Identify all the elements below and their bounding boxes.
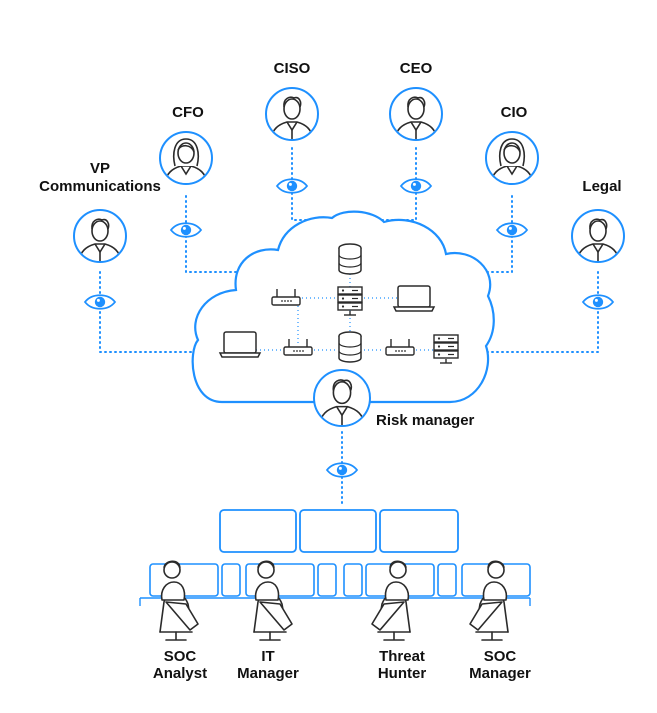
- eye-icon: [495, 222, 529, 238]
- server-icon: [338, 331, 362, 363]
- threat-hunter-label-line1: Threat: [379, 648, 425, 665]
- eye-icon: [581, 294, 615, 310]
- eye-icon: [325, 462, 359, 478]
- person-avatar-female-icon: [159, 131, 213, 185]
- it-manager-workstation-icon: [253, 560, 293, 641]
- router-icon: [283, 339, 313, 356]
- laptop-icon: [392, 285, 436, 312]
- stakeholder-label-legal: Legal: [582, 178, 622, 195]
- risk-manager-label: Risk manager: [376, 412, 475, 429]
- threat-hunter-workstation-icon: [371, 560, 411, 641]
- person-avatar-icon: [571, 209, 625, 263]
- stakeholder-label-vp-line2: Communications: [39, 178, 161, 195]
- soc-manager-label-line2: Manager: [469, 665, 531, 682]
- desk-monitor: [437, 563, 457, 597]
- stakeholder-avatars: [73, 87, 625, 427]
- stakeholder-label-vp-line1: VP: [89, 160, 110, 177]
- server-icon: [338, 243, 362, 275]
- person-avatar-female-icon: [485, 131, 539, 185]
- soc-analyst-label-line2: Analyst: [152, 665, 208, 682]
- monitor-wall: [219, 509, 459, 553]
- stakeholder-label-cio: CIO: [500, 104, 528, 121]
- server-rack-icon: [337, 286, 363, 316]
- person-avatar-icon: [389, 87, 443, 141]
- visibility-eyes: [83, 178, 615, 478]
- connector-line: [99, 271, 193, 353]
- soc-workstations: [139, 560, 531, 641]
- wall-monitor: [379, 509, 459, 553]
- router-icon: [385, 339, 415, 356]
- wall-monitor: [299, 509, 377, 553]
- desk-monitor: [343, 563, 363, 597]
- it-manager-label-line2: Manager: [237, 665, 299, 682]
- soc-analyst-workstation-icon: [159, 560, 199, 641]
- stakeholder-label-ciso: CISO: [273, 60, 311, 77]
- laptop-icon: [218, 331, 262, 358]
- soc-manager-label-line1: SOC: [483, 648, 517, 665]
- eye-icon: [275, 178, 309, 194]
- connector-line: [483, 271, 599, 353]
- stakeholder-label-ceo: CEO: [399, 60, 433, 77]
- soc-manager-workstation-icon: [469, 560, 509, 641]
- stakeholder-label-cfo: CFO: [172, 104, 204, 121]
- cloud-network-devices: [218, 243, 459, 364]
- risk-manager-avatar-icon: [313, 369, 371, 427]
- eye-icon: [169, 222, 203, 238]
- person-avatar-icon: [73, 209, 127, 263]
- connector-line: [185, 195, 251, 273]
- wall-monitor: [219, 509, 297, 553]
- server-rack-icon: [433, 334, 459, 364]
- threat-hunter-label-line2: Hunter: [377, 665, 427, 682]
- router-icon: [271, 289, 301, 306]
- desk-monitor: [317, 563, 337, 597]
- eye-icon: [83, 294, 117, 310]
- it-manager-label-line1: IT: [261, 648, 275, 665]
- desk-monitor: [221, 563, 241, 597]
- soc-analyst-label-line1: SOC: [163, 648, 197, 665]
- person-avatar-icon: [265, 87, 319, 141]
- eye-icon: [399, 178, 433, 194]
